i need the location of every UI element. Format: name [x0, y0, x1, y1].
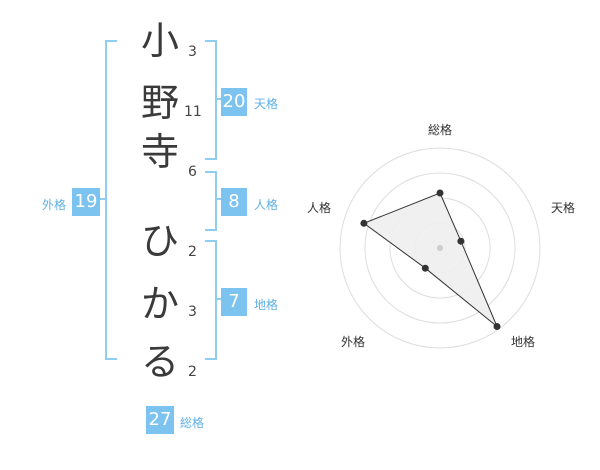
jinkaku-value-badge: 8	[221, 188, 247, 216]
gaikaku-bracket	[105, 40, 117, 360]
tenkaku-bracket	[205, 40, 217, 160]
gaikaku-tick	[98, 198, 106, 200]
radar-label-chikaku: 地格	[511, 334, 535, 349]
name-char-4: ひ	[140, 219, 179, 263]
radar-grid-ring-4	[339, 147, 541, 349]
tenkaku-label: 天格	[254, 97, 279, 111]
jinkaku-tick	[215, 198, 223, 200]
stroke-count-5: 3	[188, 304, 197, 320]
stroke-count-1: 3	[188, 44, 197, 60]
jinkaku-label: 人格	[254, 198, 279, 212]
radar-polygon	[362, 192, 498, 327]
soukaku-label: 総格	[180, 416, 205, 430]
radar-label-jinkaku: 人格	[307, 200, 331, 215]
stroke-count-2: 11	[184, 104, 202, 120]
radar-grid	[339, 147, 541, 349]
jinkaku-bracket	[205, 171, 217, 231]
radar-grid-ring-3	[364, 172, 516, 324]
radar-point-gaikaku	[421, 264, 429, 272]
radar-label-gaikaku: 外格	[341, 334, 365, 349]
stroke-count-4: 2	[188, 244, 197, 260]
radar-point-tenkaku	[457, 237, 465, 245]
gaikaku-value-badge: 19	[72, 188, 100, 216]
soukaku-value-badge: 27	[146, 406, 174, 434]
chikaku-label: 地格	[254, 298, 279, 312]
radar-label-soukaku: 総格	[428, 122, 452, 137]
name-char-3: 寺	[140, 130, 179, 174]
name-char-1: 小	[140, 19, 179, 63]
stroke-count-3: 6	[188, 164, 197, 180]
tenkaku-tick	[215, 98, 223, 100]
chikaku-tick	[215, 298, 223, 300]
gaikaku-label: 外格	[42, 198, 67, 212]
radar-point-soukaku	[436, 189, 444, 197]
chikaku-value-badge: 7	[221, 288, 247, 316]
radar-label-tenkaku: 天格	[551, 200, 575, 215]
name-char-6: る	[140, 340, 179, 384]
radar-point-jinkaku	[360, 219, 368, 227]
chikaku-bracket	[205, 240, 217, 360]
name-char-5: か	[140, 282, 179, 326]
stroke-count-6: 2	[188, 364, 197, 380]
radar-point-chikaku	[493, 323, 501, 330]
name-char-2: 野	[140, 81, 179, 125]
radar-center-dot	[437, 245, 443, 251]
tenkaku-value-badge: 20	[221, 88, 247, 116]
